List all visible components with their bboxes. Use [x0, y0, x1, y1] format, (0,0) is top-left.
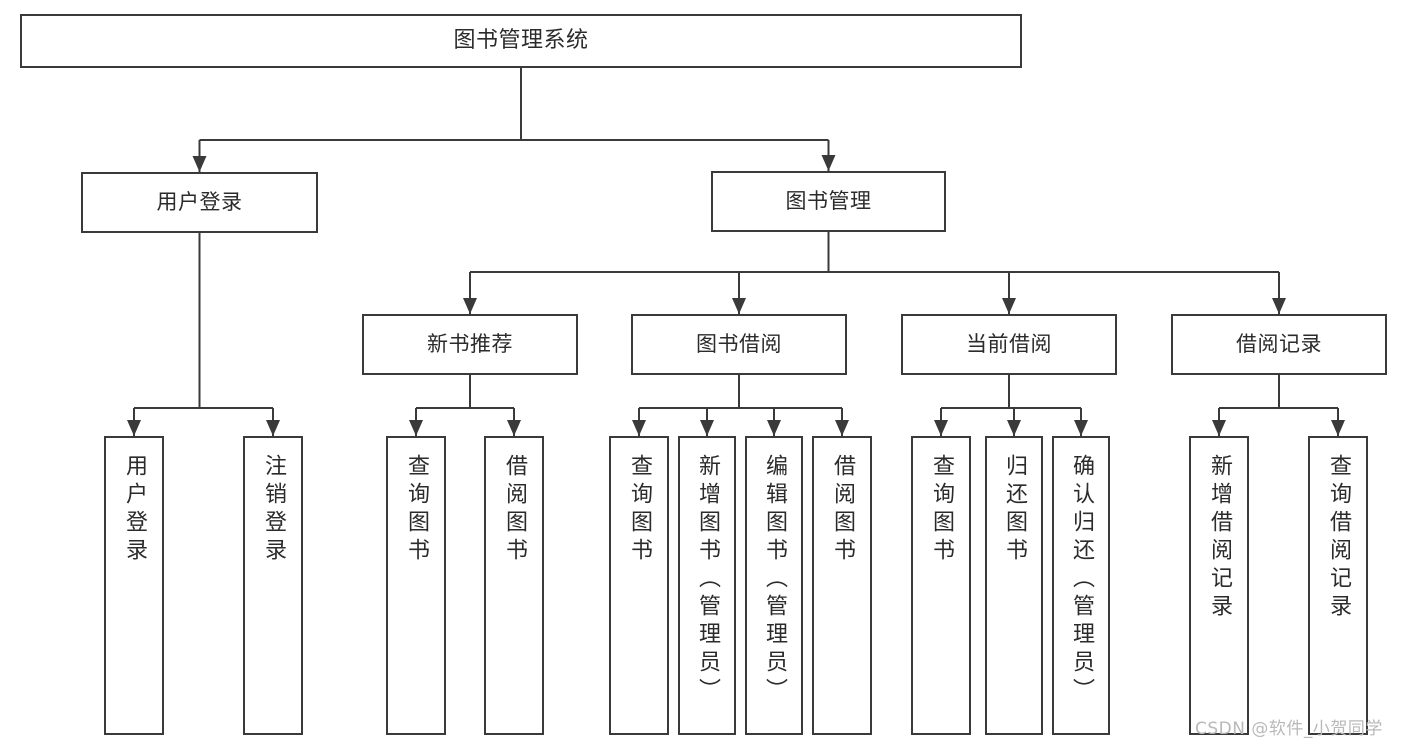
- node-l_edit: 编辑图书（管理员）: [745, 436, 803, 735]
- node-current: 当前借阅: [901, 314, 1117, 375]
- node-l_q2: 查询图书: [609, 436, 669, 735]
- node-l_add: 新增图书（管理员）: [678, 436, 736, 735]
- node-l_logout: 注销登录: [243, 436, 303, 735]
- node-records: 借阅记录: [1171, 314, 1387, 375]
- node-label: 新增图书（管理员）: [695, 454, 720, 706]
- arrow-head: [1007, 420, 1021, 436]
- node-l_qrec: 查询借阅记录: [1308, 436, 1368, 735]
- arrow-head: [732, 298, 746, 314]
- arrow-head: [1272, 298, 1286, 314]
- arrow-head: [127, 420, 141, 436]
- node-label: 查询图书: [627, 454, 652, 566]
- node-label: 确认归还（管理员）: [1069, 454, 1094, 706]
- node-l_return: 归还图书: [985, 436, 1043, 735]
- node-l_b2: 借阅图书: [812, 436, 872, 735]
- node-borrow: 图书借阅: [631, 314, 847, 375]
- node-label: 图书管理: [785, 189, 872, 214]
- arrow-head: [1074, 420, 1088, 436]
- arrow-head: [821, 155, 836, 171]
- arrow-head: [463, 298, 477, 314]
- node-l_q1: 查询图书: [386, 436, 446, 735]
- node-label: 图书借阅: [696, 332, 782, 357]
- node-label: 借阅图书: [830, 454, 855, 566]
- node-label: 注销登录: [261, 454, 286, 566]
- node-newbook: 新书推荐: [362, 314, 578, 375]
- arrow-head: [409, 420, 423, 436]
- arrow-head: [700, 420, 714, 436]
- node-label: 图书管理系统: [453, 28, 589, 54]
- node-label: 借阅图书: [502, 454, 527, 566]
- node-login: 用户登录: [81, 172, 318, 233]
- arrow-head: [192, 156, 207, 172]
- node-bookmgmt: 图书管理: [711, 171, 946, 232]
- node-label: 当前借阅: [966, 332, 1052, 357]
- node-label: 新增借阅记录: [1207, 454, 1232, 622]
- arrow-head: [1331, 420, 1345, 436]
- node-label: 查询借阅记录: [1326, 454, 1351, 622]
- node-root: 图书管理系统: [20, 14, 1022, 68]
- node-l_addrec: 新增借阅记录: [1189, 436, 1249, 735]
- arrow-head: [835, 420, 849, 436]
- node-label: 用户登录: [156, 190, 243, 215]
- node-label: 编辑图书（管理员）: [762, 454, 787, 706]
- arrow-head: [767, 420, 781, 436]
- node-l_q3: 查询图书: [911, 436, 971, 735]
- arrow-head: [1002, 298, 1016, 314]
- arrow-head: [934, 420, 948, 436]
- watermark-text: CSDN @软件_小贺同学: [1195, 719, 1383, 739]
- node-l_b1: 借阅图书: [484, 436, 544, 735]
- node-label: 归还图书: [1002, 454, 1027, 566]
- node-label: 新书推荐: [427, 332, 513, 357]
- node-l_confirm: 确认归还（管理员）: [1052, 436, 1110, 735]
- arrow-head: [1212, 420, 1226, 436]
- arrow-head: [632, 420, 646, 436]
- node-label: 查询图书: [929, 454, 954, 566]
- node-l_userlogin: 用户登录: [104, 436, 164, 735]
- node-label: 查询图书: [404, 454, 429, 566]
- arrow-head: [266, 420, 280, 436]
- node-label: 借阅记录: [1236, 332, 1322, 357]
- arrow-head: [507, 420, 521, 436]
- node-label: 用户登录: [122, 454, 147, 566]
